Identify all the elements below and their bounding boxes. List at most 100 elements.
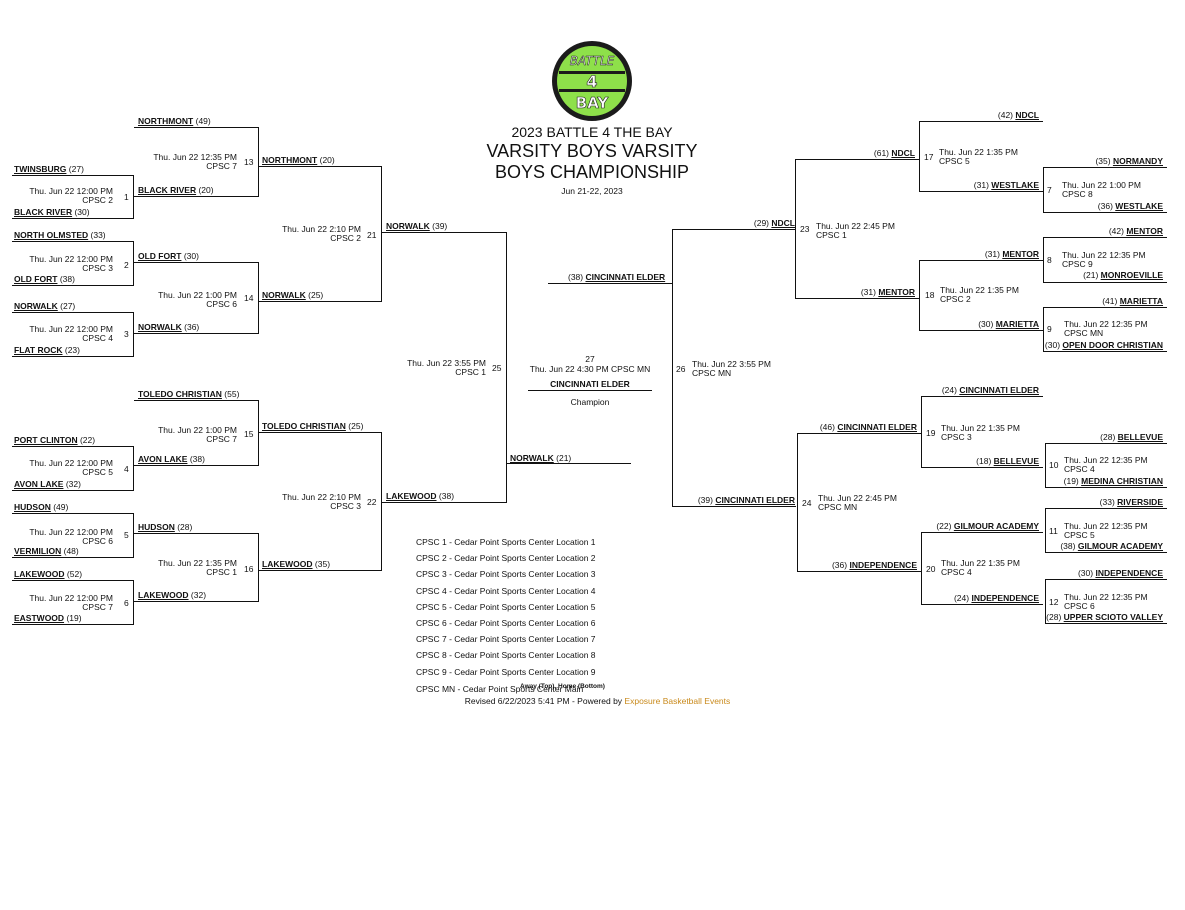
team-slot[interactable]: LAKEWOOD (38) [386,491,455,501]
team-slot[interactable]: (36) WESTLAKE [1097,201,1163,211]
bracket-line [797,571,921,572]
team-slot[interactable]: NORWALK (36) [138,322,200,332]
bracket-line [12,285,134,286]
bracket-line [1043,307,1044,352]
bracket-line [921,604,1043,605]
bracket-line [1043,237,1167,238]
team-slot[interactable]: NORWALK (39) [386,221,448,231]
right-finalist[interactable]: (38) CINCINNATI ELDER [568,272,666,282]
team-slot[interactable]: (33) RIVERSIDE [1099,497,1163,507]
bracket-line [12,356,134,357]
team-slot[interactable]: (31) MENTOR [860,287,915,297]
team-slot[interactable]: OLD FORT (38) [14,274,75,284]
game-number: 18 [925,290,935,300]
team-slot[interactable]: LAKEWOOD (35) [262,559,331,569]
bracket-line [1045,487,1167,488]
bracket-line [258,533,259,602]
bracket-line [134,262,259,263]
team-slot[interactable]: NORWALK (27) [14,301,76,311]
bracket-line [258,127,259,197]
team-slot[interactable]: NORTHMONT (20) [262,155,335,165]
team-slot[interactable]: FLAT ROCK (23) [14,345,80,355]
team-slot[interactable]: (24) INDEPENDENCE [953,593,1039,603]
team-slot[interactable]: (21) MONROEVILLE [1083,270,1163,280]
team-slot[interactable]: (18) BELLEVUE [976,456,1039,466]
team-slot[interactable]: (22) GILMOUR ACADEMY [936,521,1039,531]
game-number: 24 [802,498,812,508]
team-slot[interactable]: LAKEWOOD (52) [14,569,83,579]
bracket-line [1045,579,1046,624]
game-number: 27 [585,354,595,364]
team-slot[interactable]: (42) NDCL [997,110,1039,120]
away-home-note: Away (Top), Home (Bottom) [520,683,605,690]
team-slot[interactable]: OLD FORT (30) [138,251,199,261]
team-slot[interactable]: TOLEDO CHRISTIAN (55) [138,389,240,399]
bracket-line [134,465,259,466]
team-slot[interactable]: (61) NDCL [873,148,915,158]
team-slot[interactable]: (38) GILMOUR ACADEMY [1060,541,1163,551]
bracket-line [921,396,1043,397]
team-slot[interactable]: PORT CLINTON (22) [14,435,96,445]
game-number: 12 [1049,597,1059,607]
team-slot[interactable]: NORTHMONT (49) [138,116,211,126]
team-slot[interactable]: (39) CINCINNATI ELDER [697,495,795,505]
team-slot[interactable]: (19) MEDINA CHRISTIAN [1063,476,1163,486]
bracket-line [133,580,134,625]
game-number: 10 [1049,460,1059,470]
bracket-line [12,446,134,447]
svg-text:BATTLE: BATTLE [570,54,615,68]
game-info: Thu. Jun 22 4:30 PM CPSC MN [529,364,651,374]
team-slot[interactable]: (30) MARIETTA [978,319,1039,329]
team-slot[interactable]: VERMILION (48) [14,546,79,556]
team-slot[interactable]: (30) OPEN DOOR CHRISTIAN [1044,340,1163,350]
location-legend-item: CPSC 8 - Cedar Point Sports Center Locat… [416,650,596,660]
team-slot[interactable]: LAKEWOOD (32) [138,590,207,600]
team-slot[interactable]: (41) MARIETTA [1102,296,1163,306]
team-slot[interactable]: NORTH OLMSTED (33) [14,230,106,240]
bracket-line [1045,579,1167,580]
team-slot[interactable]: (36) INDEPENDENCE [831,560,917,570]
team-slot[interactable]: (30) INDEPENDENCE [1077,568,1163,578]
bracket-line [12,218,134,219]
location-legend-item: CPSC 2 - Cedar Point Sports Center Locat… [416,553,596,563]
team-slot[interactable]: (29) NDCL [753,218,795,228]
team-slot[interactable]: TOLEDO CHRISTIAN (25) [262,421,364,431]
bracket-line [919,330,1043,331]
team-slot[interactable]: HUDSON (28) [138,522,193,532]
tournament-dates: Jun 21-22, 2023 [561,186,623,196]
team-slot[interactable]: (31) MENTOR [984,249,1039,259]
bracket-line [12,241,134,242]
bracket-line [797,433,921,434]
team-slot[interactable]: AVON LAKE (38) [138,454,205,464]
bracket-line [134,333,259,334]
team-slot[interactable]: (42) MENTOR [1108,226,1163,236]
team-slot[interactable]: HUDSON (49) [14,502,69,512]
team-slot[interactable]: BLACK RIVER (30) [14,207,90,217]
bracket-line [381,432,382,571]
team-slot[interactable]: BLACK RIVER (20) [138,185,214,195]
exposure-link[interactable]: Exposure Basketball Events [624,696,731,706]
bracket-line [919,121,1043,122]
team-slot[interactable]: AVON LAKE (32) [14,479,81,489]
left-finalist[interactable]: NORWALK (21) [510,453,572,463]
team-slot[interactable]: TWINSBURG (27) [14,164,84,174]
team-slot[interactable]: (35) NORMANDY [1095,156,1163,166]
team-slot[interactable]: NORWALK (25) [262,290,324,300]
team-slot[interactable]: (31) WESTLAKE [973,180,1039,190]
champion-label: Champion [570,397,610,407]
team-slot[interactable]: (28) UPPER SCIOTO VALLEY [1046,612,1163,622]
team-slot[interactable]: (46) CINCINNATI ELDER [819,422,917,432]
champion-team[interactable]: CINCINNATI ELDER [550,379,630,389]
bracket-line [12,175,134,176]
team-slot[interactable]: (28) BELLEVUE [1100,432,1163,442]
revised-text: Revised 6/22/2023 5:41 PM - Powered by [464,696,625,706]
championship-game: 27 Thu. Jun 22 4:30 PM CPSC MN CINCINNAT… [528,354,652,389]
team-slot[interactable]: (24) CINCINNATI ELDER [941,385,1039,395]
team-slot[interactable]: EASTWOOD (19) [14,613,82,623]
